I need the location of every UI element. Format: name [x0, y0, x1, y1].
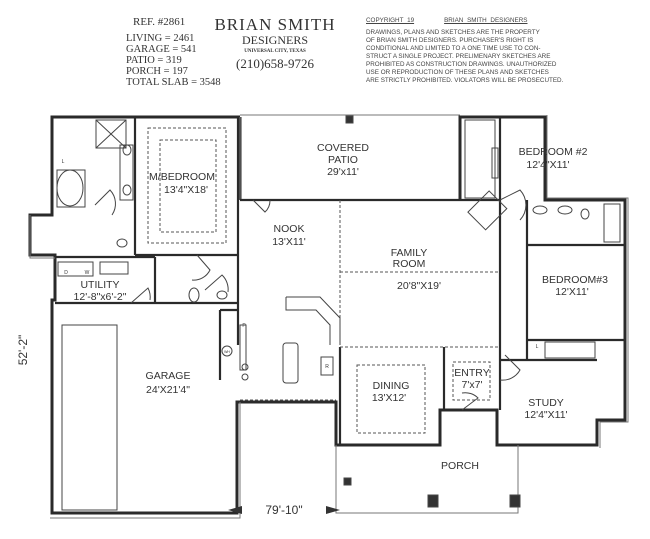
fixtures: [56, 115, 621, 511]
study-label: STUDY: [528, 397, 564, 409]
dryer-label: D: [64, 270, 68, 276]
arrow-right-icon: [326, 506, 340, 514]
disclaimer-line: DRAWINGS, PLANS AND SKETCHES ARE THE PRO…: [366, 29, 540, 36]
sink-icon: [122, 144, 132, 156]
dimensions: 52'-2" 79'-10": [16, 335, 340, 517]
sink-icon: [532, 205, 548, 215]
patio-size: 29'x11': [327, 166, 359, 178]
interior-walls: [55, 117, 625, 445]
master-bedroom-label: M/BEDROOM: [149, 171, 215, 183]
bedroom2-label: BEDROOM #2: [519, 146, 588, 158]
tub-icon: [603, 203, 621, 243]
family-room-size: 20'8"X19': [397, 280, 441, 292]
nook-size: 13'X11': [272, 236, 306, 248]
disclaimer-line: USE OR REPRODUCTION OF THESE PLANS AND S…: [366, 69, 549, 76]
fixture-labels: L D W P WH R L: [62, 159, 539, 370]
tub-icon: [56, 169, 84, 207]
master-bedroom-size: 13'4"X18': [164, 184, 208, 196]
door-swings: [94, 189, 527, 411]
copyright-label: COPYRIGHT 19: [366, 17, 415, 24]
nook-label: NOOK: [274, 223, 305, 235]
water-heater-label: WH: [224, 350, 230, 354]
toilet-icon: [216, 290, 228, 300]
disclaimer-line: STRUCT A SINGLE PROJECT. PRELIMENARY SKE…: [366, 53, 551, 60]
patio-label-1: COVERED: [317, 142, 369, 154]
disclaimer-line: ARE STRICTLY PROHIBITED. VIOLATORS WILL …: [366, 77, 564, 84]
patio-porch-outline: [29, 114, 629, 519]
room-labels: M/BEDROOM 13'4"X18' COVERED PATIO 29'x11…: [74, 142, 609, 472]
stat-garage: GARAGE = 541: [126, 44, 197, 55]
plan-reference: REF. #2861: [133, 16, 186, 28]
garage-label: GARAGE: [146, 370, 191, 382]
width-dimension: 79'-10": [265, 503, 302, 517]
stat-living: LIVING = 2461: [126, 33, 195, 44]
area-stats: LIVING = 2461 GARAGE = 541 PATIO = 319 P…: [126, 33, 221, 88]
refrigerator: [320, 356, 334, 376]
stat-patio: PATIO = 319: [126, 55, 182, 66]
depth-dimension: 52'-2": [16, 335, 30, 366]
stat-porch: PORCH = 197: [126, 66, 188, 77]
copyright-notice: COPYRIGHT 19 BRIAN SMITH DESIGNERS DRAWIN…: [366, 17, 606, 85]
refrigerator-label: R: [325, 364, 329, 370]
garage-parking-pad: [61, 324, 118, 511]
stat-total-slab: TOTAL SLAB = 3548: [126, 77, 221, 88]
disclaimer-line: OF BRIAN SMITH DESIGNERS. PURCHASER'S RI…: [366, 37, 534, 44]
bedroom2-size: 12'4"X11': [526, 159, 569, 171]
bedroom3-label: BEDROOM#3: [542, 274, 608, 286]
sink-icon: [188, 287, 200, 303]
bedroom3-size: 12'X11': [555, 286, 589, 298]
linen-label: L: [536, 344, 539, 350]
entry-size: 7'x7': [462, 379, 483, 391]
toilet-icon: [116, 238, 128, 248]
washer-dryer: [57, 261, 94, 277]
family-room-label-1: FAMILY: [391, 247, 428, 259]
garage-size: 24'X21'4": [146, 384, 190, 396]
porch-label: PORCH: [441, 460, 479, 472]
entry-label: ENTRY: [454, 367, 489, 379]
shower-icon: [95, 119, 127, 149]
dining-label: DINING: [373, 380, 410, 392]
fireplace: [467, 190, 508, 231]
disclaimer-line: CONDITIONAL AND LIMITED TO A ONE TIME US…: [366, 45, 541, 52]
brand-subtitle: DESIGNERS: [241, 33, 308, 47]
water-heater-icon: [221, 345, 233, 357]
washer-label: W: [85, 270, 90, 276]
toilet-icon: [580, 208, 590, 220]
disclaimer-line: PROHIBITED AS CONSTRUCTION DRAWINGS. UNA…: [366, 61, 557, 68]
brand-name: BRIAN SMITH: [214, 15, 336, 34]
brand-phone: (210)658-9726: [236, 56, 314, 71]
dining-size: 13'X12': [372, 392, 406, 404]
designer-brand: BRIAN SMITH DESIGNERS UNIVERSAL CITY, TE…: [200, 15, 350, 72]
pantry-label: P: [242, 323, 246, 329]
copyright-owner: BRIAN SMITH DESIGNERS: [444, 17, 528, 24]
kitchen-island: [282, 342, 299, 384]
utility-label: UTILITY: [80, 279, 119, 291]
study-size: 12'4"X11': [524, 409, 567, 421]
linen-label: L: [62, 159, 65, 165]
sink-icon: [557, 205, 573, 215]
arrow-left-icon: [228, 506, 242, 514]
utility-size: 12'-8"x6'-2": [74, 291, 127, 303]
patio-label-2: PATIO: [328, 154, 358, 166]
family-room-label-2: ROOM: [393, 258, 426, 270]
brand-city: UNIVERSAL CITY, TEXAS: [244, 49, 306, 54]
sink-icon: [122, 184, 132, 196]
kitchen-counter: [286, 296, 341, 345]
